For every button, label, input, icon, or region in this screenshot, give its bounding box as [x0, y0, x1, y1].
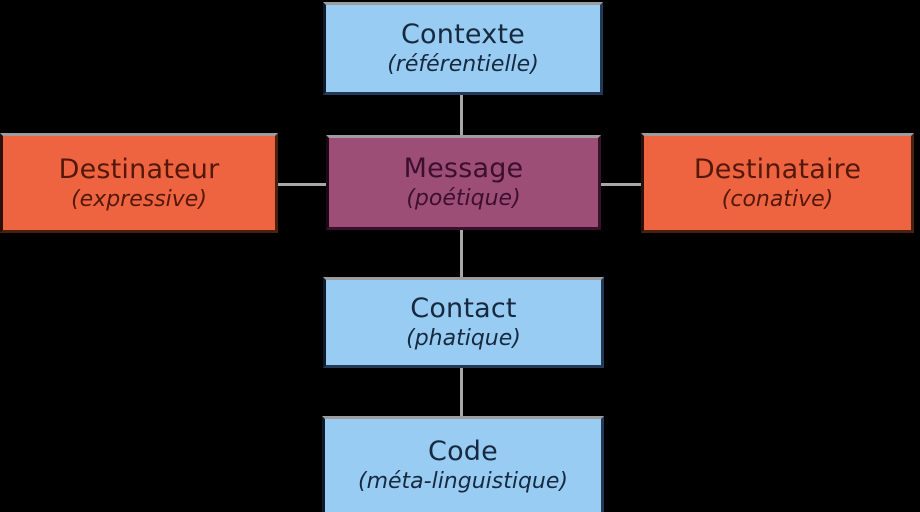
node-code: Code (méta-linguistique) [322, 416, 604, 512]
node-message-label: Message [403, 153, 524, 184]
node-contact: Contact (phatique) [323, 277, 604, 368]
node-contexte: Contexte (référentielle) [323, 2, 603, 95]
connector-contact-code [460, 365, 463, 419]
node-destinateur: Destinateur (expressive) [0, 133, 278, 233]
connector-message-contact [460, 228, 463, 280]
node-contact-sublabel: (phatique) [406, 326, 521, 351]
connector-message-destinataire [598, 183, 644, 186]
node-destinataire-sublabel: (conative) [721, 186, 834, 212]
node-contact-label: Contact [410, 293, 517, 324]
node-code-sublabel: (méta-linguistique) [357, 469, 568, 494]
node-code-label: Code [428, 436, 498, 467]
node-destinateur-label: Destinateur [58, 153, 220, 185]
connector-contexte-message [460, 92, 463, 137]
connector-destinateur-message [274, 183, 330, 186]
node-message-sublabel: (poétique) [406, 186, 521, 211]
node-message: Message (poétique) [326, 135, 601, 230]
node-contexte-sublabel: (référentielle) [387, 52, 539, 77]
node-destinateur-sublabel: (expressive) [71, 186, 207, 212]
node-contexte-label: Contexte [401, 19, 525, 50]
node-destinataire: Destinataire (conative) [641, 133, 914, 233]
node-destinataire-label: Destinataire [693, 153, 862, 185]
